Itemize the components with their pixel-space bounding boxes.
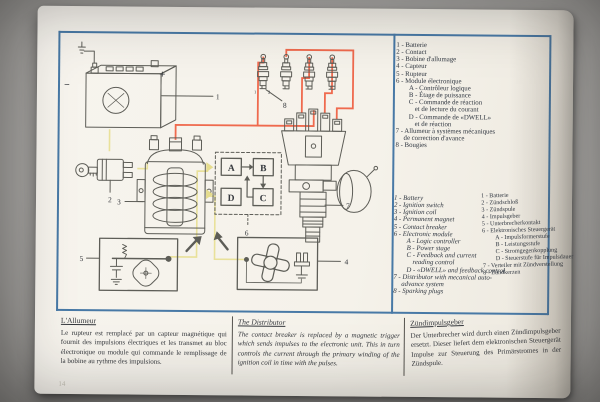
callout-line-8 [265, 89, 283, 102]
callout-7: 7 [346, 201, 350, 210]
manual-page: 1 2 3 4 5 6 7 8 + − 1 2 A B D C 1 - Batt… [34, 5, 574, 399]
plug-gap-mark-2: 2 [268, 90, 270, 95]
module-input-chevron-2 [206, 189, 214, 200]
ignition-switch-illustration [75, 158, 133, 193]
flow-arrow-up-left-icon [213, 231, 223, 241]
module-input-chevron-1 [206, 162, 214, 173]
callout-2: 2 [108, 195, 112, 204]
page-number: 14 [58, 379, 66, 388]
legend-item: 8 - Zündkerzen [483, 269, 521, 277]
callout-5: 5 [79, 254, 83, 263]
module-letter-b: B [260, 164, 267, 174]
section-title-en: The Distributor [237, 317, 286, 327]
section-french: L'Allumeur Le rupteur est remplacé par u… [61, 316, 227, 368]
callout-4: 4 [344, 257, 348, 266]
battery-ground-lead [83, 50, 95, 64]
ignition-coil-illustration [124, 135, 214, 235]
battery-minus-sign: − [64, 80, 70, 91]
column-rule [231, 316, 233, 375]
spark-plug-4 [326, 54, 339, 90]
arrow-c-feedback [246, 178, 254, 198]
spark-plug-2 [280, 54, 293, 90]
legend-french: 1 - Batterie 2 - Contact 3 - Bobine d'al… [395, 42, 548, 151]
section-title-fr: L'Allumeur [60, 315, 97, 326]
ignition-system-diagram: 1 2 3 4 5 6 7 8 + − 1 2 A B D C [64, 41, 379, 292]
section-german: Zündimpulsgeber Der Unterbrecher wird du… [410, 314, 562, 369]
electronic-module-illustration [206, 151, 282, 228]
wire-coil-cap [174, 110, 315, 140]
low-tension-wires [108, 129, 247, 261]
permanent-magnet-illustration [236, 236, 341, 291]
battery-illustration [77, 41, 214, 129]
spark-plugs-illustration [257, 53, 339, 102]
section-body-fr: Le rupteur est remplacé par un capteur m… [60, 328, 227, 366]
section-body-de: Der Unterbrecher wird durch einen Zündim… [410, 326, 562, 368]
flow-arrow-up-right-icon [192, 236, 202, 246]
vacuum-nipple [366, 169, 375, 178]
battery-plus-sign: + [159, 69, 165, 81]
ground-icon [77, 41, 86, 54]
contact-breaker-illustration [86, 237, 179, 292]
module-cell-d [220, 187, 242, 207]
legend-german: 1 - Batterie 2 - Zündschloß 3 - Zündspul… [481, 191, 573, 277]
callout-1: 1 [216, 92, 220, 101]
callout-3: 3 [117, 197, 121, 206]
module-letter-a: A [228, 164, 235, 174]
spark-plug-3 [303, 54, 316, 90]
callout-6: 6 [245, 228, 249, 237]
flow-arrows [185, 231, 229, 253]
wire-magnet-module [208, 195, 247, 261]
section-body-en: The contact breaker is replaced by a mag… [237, 330, 400, 368]
section-english: The Distributor The contact breaker is r… [238, 317, 400, 369]
section-title-de: Zündimpulsgeber [409, 317, 464, 328]
legend-item: 8 - Sparking plugs [393, 287, 444, 296]
plug-gap-mark-1: 1 [254, 90, 256, 95]
module-letter-c: C [260, 194, 267, 204]
callout-8: 8 [283, 101, 287, 110]
distributor-illustration [281, 108, 379, 243]
wire-plug2 [285, 48, 355, 120]
wire-plug4 [323, 57, 334, 114]
wire-breaker-module [168, 170, 209, 258]
column-rule [403, 317, 405, 376]
spark-plug-1 [257, 53, 270, 90]
module-letter-d: D [228, 194, 235, 204]
legend-item: 8 - Bougies [395, 141, 427, 150]
